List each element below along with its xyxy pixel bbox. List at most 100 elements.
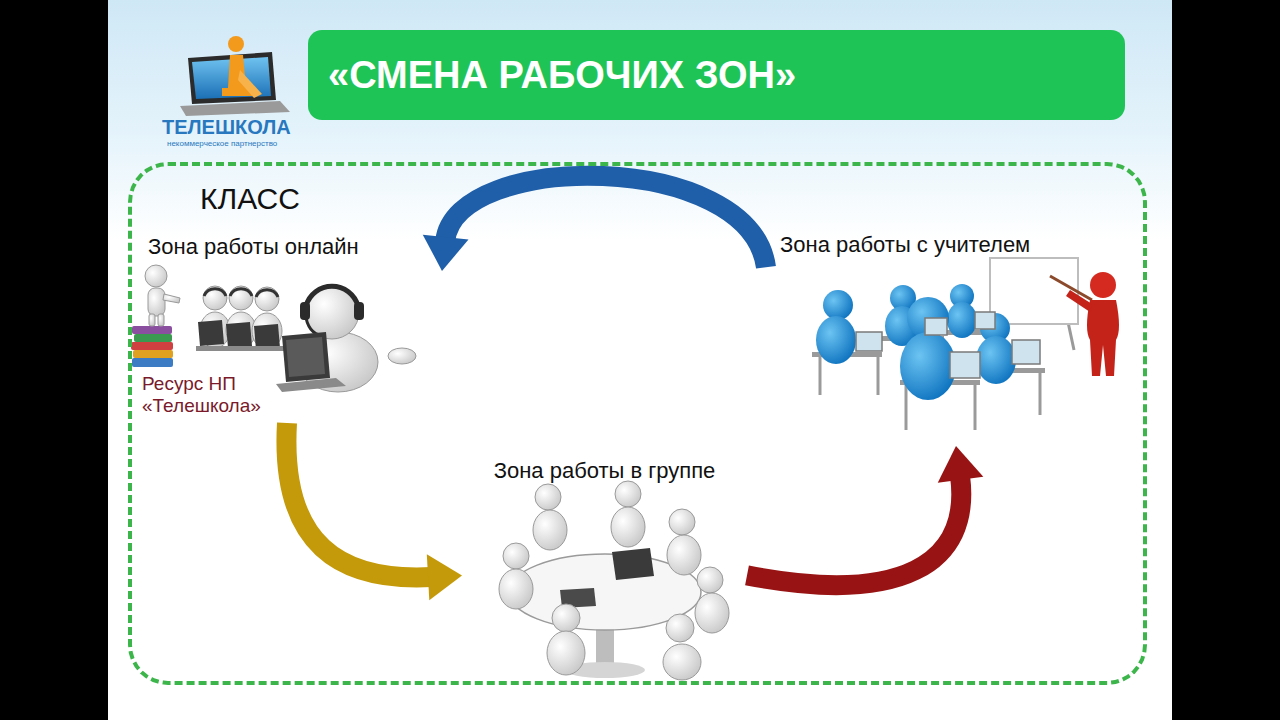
group-figures [503, 543, 529, 569]
zone-label: Зона работы в группе [462, 458, 747, 483]
presenter-figure [145, 265, 167, 287]
group-figures [666, 614, 694, 642]
cycle-arrow [423, 176, 766, 271]
books-stack [132, 358, 173, 367]
students-figures [907, 297, 949, 339]
headset-operators [196, 320, 286, 351]
presenter-figure [158, 314, 164, 326]
students-figures [823, 290, 853, 320]
books-stack [134, 334, 172, 342]
headset-operators [256, 290, 278, 297]
group-figures [615, 481, 641, 507]
operator-figure [276, 378, 346, 392]
presenter-figure [148, 288, 165, 316]
students-figures [950, 352, 980, 378]
arrow-body [286, 423, 432, 577]
headset-operators [204, 289, 278, 297]
headset-operators [196, 286, 286, 351]
cycle-arrow [747, 446, 983, 585]
logo-icon [188, 52, 276, 104]
side-bar [0, 0, 108, 720]
students-figures [975, 312, 995, 329]
group-figures [695, 593, 729, 633]
group-figures [611, 507, 645, 547]
headset-operators [203, 286, 227, 310]
students-figures [816, 316, 856, 364]
operator-figure [306, 286, 358, 306]
students-figures [905, 385, 908, 430]
title-banner: «СМЕНА РАБОЧИХ ЗОН» [308, 30, 1125, 120]
operator-figure [286, 337, 325, 377]
presenter-figure [163, 294, 180, 303]
students-figures [947, 302, 977, 338]
logo-text: ТЕЛЕШКОЛА [162, 116, 291, 139]
teacher-figure [1050, 272, 1119, 376]
logo-icon [238, 70, 262, 98]
students-figures [900, 332, 956, 400]
resource-label: Ресурс НП «Телешкола» [142, 373, 352, 417]
arrow-head [427, 554, 462, 600]
class-region: КЛАСС Зона работы онлайнРесурс НП «Телешк… [128, 162, 1147, 685]
group-figures [499, 569, 533, 609]
logo-icon [180, 101, 290, 116]
operator-figure [354, 302, 364, 320]
logo-icon [180, 36, 290, 116]
headset-operators [226, 312, 256, 348]
group-figures [533, 510, 567, 550]
books-stack [131, 342, 173, 350]
headset-operators [196, 346, 286, 351]
group-figures [547, 631, 585, 675]
zone-label: Зона работы онлайн [148, 234, 359, 259]
operator-figure [305, 285, 359, 339]
books-stack [133, 350, 173, 358]
cycle-arrow [286, 423, 462, 600]
arrow-head [938, 446, 984, 483]
group-figures [663, 644, 701, 680]
zone-group: Зона работы в группе [462, 450, 747, 678]
headset-operators [255, 287, 279, 311]
group-table [612, 548, 654, 580]
students-figures [976, 336, 1016, 384]
side-bar [1172, 0, 1280, 720]
students-figures [812, 284, 1045, 430]
headset-operators [204, 289, 226, 296]
zone-label: Зона работы с учителем [780, 232, 1030, 257]
teacher-figure [1087, 300, 1119, 376]
logo-icon [228, 36, 244, 52]
students-figures [1039, 373, 1042, 415]
operator-figure [388, 348, 416, 364]
region-label: КЛАСС [200, 182, 300, 217]
students-figures [816, 284, 1016, 400]
students-figures [819, 357, 822, 395]
zone-online: Зона работы онлайнРесурс НП «Телешкола» [132, 228, 442, 423]
books-stack [132, 326, 172, 334]
group-figures [697, 567, 723, 593]
whiteboard [990, 258, 1078, 324]
arrow-body [747, 476, 961, 585]
group-figures [552, 604, 580, 632]
logo-subtext: некоммерческое партнерство [167, 139, 277, 148]
students-figures [925, 318, 947, 335]
operator-figure [282, 332, 330, 382]
presenter-figure [145, 265, 180, 326]
teacher-figure [1066, 290, 1092, 312]
teacher-figure [1090, 272, 1116, 298]
zone-teacher: Зона работы с учителем [766, 228, 1146, 446]
headset-operators [252, 313, 282, 349]
headset-operators [226, 322, 252, 348]
headset-operators [229, 286, 253, 310]
operator-figure [276, 285, 416, 392]
group-figures [535, 484, 561, 510]
students-figures [1012, 340, 1040, 364]
presenter-figure [149, 314, 155, 326]
students-figures [856, 312, 1040, 378]
group-figures [499, 481, 729, 680]
arrow-body [445, 176, 766, 268]
headset-operators [230, 289, 252, 296]
students-figures [974, 385, 977, 430]
operator-figure [300, 302, 310, 320]
group-figures [667, 535, 701, 575]
whiteboard [1068, 322, 1074, 350]
students-figures [877, 357, 880, 395]
students-figures [856, 332, 882, 351]
